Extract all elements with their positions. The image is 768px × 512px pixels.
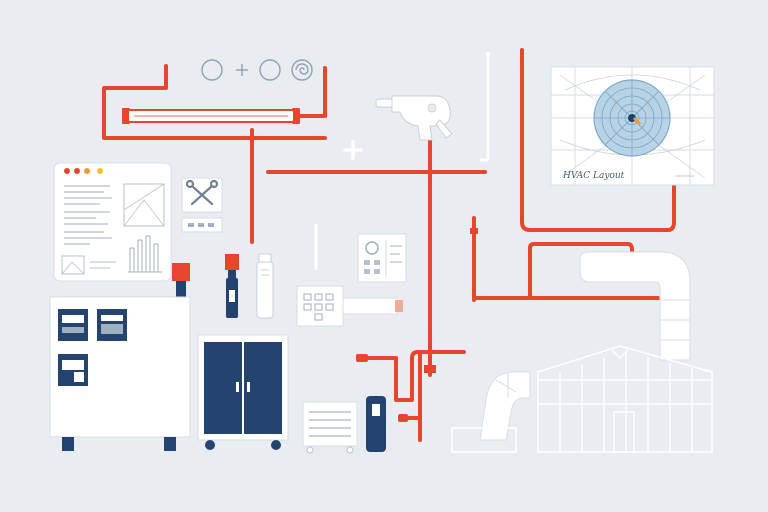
unit-screen-2 bbox=[97, 309, 127, 341]
pipe-right-tall bbox=[520, 48, 676, 232]
heating-unit bbox=[49, 263, 191, 451]
radiator-icon bbox=[302, 401, 358, 454]
document-panel bbox=[53, 162, 172, 282]
fitting-return-end bbox=[398, 414, 408, 422]
unit-screen-1 bbox=[58, 309, 88, 341]
battery-icon bbox=[366, 396, 386, 452]
drill-icon bbox=[375, 95, 453, 141]
unit-screen-3 bbox=[58, 354, 88, 386]
tube-bottle-icon bbox=[256, 253, 274, 319]
window-dots bbox=[64, 168, 103, 174]
control-panel-icon bbox=[296, 285, 344, 327]
thermostat-card bbox=[357, 233, 407, 283]
plug-icon bbox=[342, 297, 403, 315]
circle-outline-icon bbox=[201, 59, 223, 81]
pipe-duct-feed bbox=[528, 242, 634, 300]
pipe-lower-squiggle bbox=[360, 350, 466, 402]
plus-icon-mid bbox=[343, 140, 363, 160]
fitting-mid bbox=[470, 228, 478, 234]
floor-plan-card: HVAC Layout bbox=[550, 66, 715, 186]
cabinet-icon bbox=[197, 334, 289, 450]
fitting-lower bbox=[424, 365, 436, 373]
divider-lines bbox=[314, 52, 490, 270]
pipe-upper-left-loop bbox=[102, 64, 202, 140]
plus-icon bbox=[236, 64, 248, 76]
fitting-squiggle-end bbox=[356, 354, 368, 362]
fan-swirl-icon bbox=[291, 59, 313, 81]
spray-bottle-icon bbox=[225, 254, 239, 318]
floor-plan-label: HVAC Layout bbox=[562, 171, 625, 181]
air-duct-icon bbox=[451, 251, 691, 453]
circle-outline-icon-2 bbox=[259, 59, 281, 81]
wrench-icon-card bbox=[181, 177, 223, 233]
greenhouse-icon bbox=[537, 345, 713, 453]
wrench-icon bbox=[185, 179, 219, 206]
heating-tube bbox=[127, 109, 295, 123]
pipe-to-tube-right bbox=[298, 66, 327, 118]
top-icon-row bbox=[201, 59, 313, 81]
mini-bar-chart bbox=[128, 235, 162, 273]
